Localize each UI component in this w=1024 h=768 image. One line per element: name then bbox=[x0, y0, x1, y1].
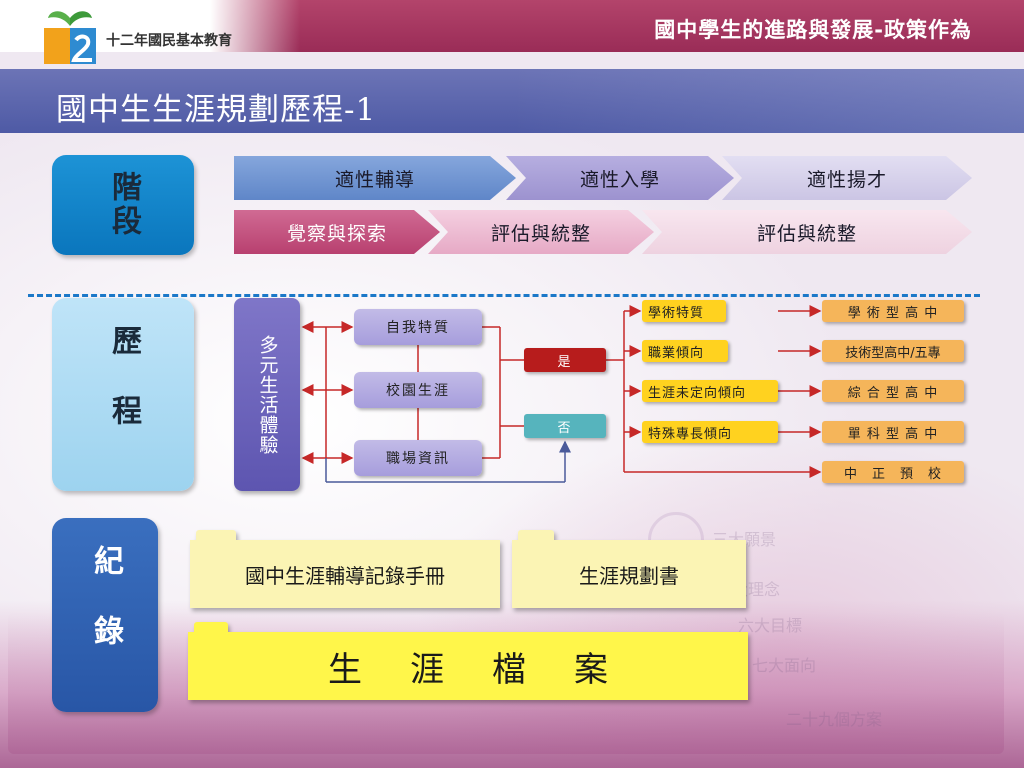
folder-label: 生涯規劃書 bbox=[579, 563, 679, 588]
chevron-adaptive-guidance: 適性輔導 bbox=[234, 156, 516, 200]
chevron-label: 覺察與探索 bbox=[286, 222, 387, 245]
tendency-label: 學術特質 bbox=[648, 305, 705, 321]
watermark-text-3: 六大目標 bbox=[738, 616, 803, 635]
section-label-process-text: 歷程 bbox=[106, 324, 141, 465]
folder-career-plan: 生涯規劃書 bbox=[512, 530, 746, 608]
folder-career-portfolio: 生涯檔案 bbox=[188, 622, 748, 700]
section-label-stage: 階段 bbox=[52, 155, 194, 255]
tendency-undecided: 生涯未定向傾向 bbox=[642, 380, 778, 402]
diverse-life-experience-text: 多元生活體驗 bbox=[256, 334, 279, 455]
page-title: 國中生生涯規劃歷程-1 bbox=[56, 92, 377, 128]
chevron-evaluation-2: 評估與統整 bbox=[642, 210, 972, 254]
diverse-life-experience-box: 多元生活體驗 bbox=[234, 298, 300, 491]
outcome-label: 學 術 型 高 中 bbox=[847, 305, 939, 321]
chevron-evaluation-1: 評估與統整 bbox=[428, 210, 654, 254]
watermark-text-5: 二十九個方案 bbox=[786, 710, 883, 729]
outcome-label: 技術型高中/五專 bbox=[845, 345, 941, 361]
node-label: 校園生涯 bbox=[386, 383, 450, 399]
outcome-label: 中 正 預 校 bbox=[843, 466, 942, 482]
chevron-awareness: 覺察與探索 bbox=[234, 210, 440, 254]
tendency-label: 職業傾向 bbox=[648, 345, 705, 361]
folder-career-guidance-handbook: 國中生涯輔導記錄手冊 bbox=[190, 530, 500, 608]
outcome-vocational-high-school: 技術型高中/五專 bbox=[822, 340, 964, 362]
node-workplace-info: 職場資訊 bbox=[354, 440, 482, 476]
node-label: 是 bbox=[557, 354, 573, 370]
outcome-academic-high-school: 學 術 型 高 中 bbox=[822, 300, 964, 322]
tendency-label: 生涯未定向傾向 bbox=[648, 385, 747, 401]
node-label: 職場資訊 bbox=[386, 451, 450, 467]
section-label-process: 歷程 bbox=[52, 298, 194, 491]
outcome-label: 單 科 型 高 中 bbox=[847, 426, 939, 442]
chevron-label: 評估與統整 bbox=[490, 222, 591, 245]
section-label-record: 紀錄 bbox=[52, 518, 158, 712]
chevron-adaptive-admission: 適性入學 bbox=[506, 156, 734, 200]
outcome-single-subject-high-school: 單 科 型 高 中 bbox=[822, 421, 964, 443]
chevron-adaptive-talent: 適性揚才 bbox=[722, 156, 972, 200]
title-band bbox=[0, 69, 1024, 133]
education-logo-icon bbox=[44, 11, 96, 64]
watermark-text-4: 七大面向 bbox=[752, 656, 817, 675]
tendency-academic: 學術特質 bbox=[642, 300, 726, 322]
chevron-label: 適性揚才 bbox=[806, 168, 887, 191]
node-label: 自我特質 bbox=[386, 320, 450, 336]
tendency-vocational: 職業傾向 bbox=[642, 340, 728, 362]
section-label-stage-text: 階段 bbox=[106, 171, 141, 239]
node-no: 否 bbox=[524, 414, 606, 438]
chevron-label: 適性入學 bbox=[579, 168, 660, 191]
chevron-label: 適性輔導 bbox=[334, 168, 415, 191]
outcome-label: 綜 合 型 高 中 bbox=[847, 385, 939, 401]
tendency-special-talent: 特殊專長傾向 bbox=[642, 421, 778, 443]
folder-label: 生涯檔案 bbox=[328, 649, 656, 690]
node-yes: 是 bbox=[524, 348, 606, 372]
folder-label: 國中生涯輔導記錄手冊 bbox=[245, 563, 445, 588]
node-self-traits: 自我特質 bbox=[354, 309, 482, 345]
folder-body: 生涯規劃書 bbox=[512, 540, 746, 608]
outcome-comprehensive-high-school: 綜 合 型 高 中 bbox=[822, 380, 964, 402]
node-campus-career: 校園生涯 bbox=[354, 372, 482, 408]
logo-text: 十二年國民基本教育 bbox=[106, 33, 232, 49]
chevron-label: 評估與統整 bbox=[756, 222, 857, 245]
tendency-label: 特殊專長傾向 bbox=[648, 426, 733, 442]
header-title: 國中學生的進路與發展-政策作為 bbox=[654, 18, 972, 42]
folder-body: 生涯檔案 bbox=[188, 632, 748, 700]
section-divider bbox=[28, 294, 980, 297]
section-label-record-text: 紀錄 bbox=[88, 545, 123, 685]
outcome-chung-cheng-prep-school: 中 正 預 校 bbox=[822, 461, 964, 483]
node-label: 否 bbox=[557, 420, 573, 436]
folder-body: 國中生涯輔導記錄手冊 bbox=[190, 540, 500, 608]
header-bar bbox=[0, 0, 1024, 52]
